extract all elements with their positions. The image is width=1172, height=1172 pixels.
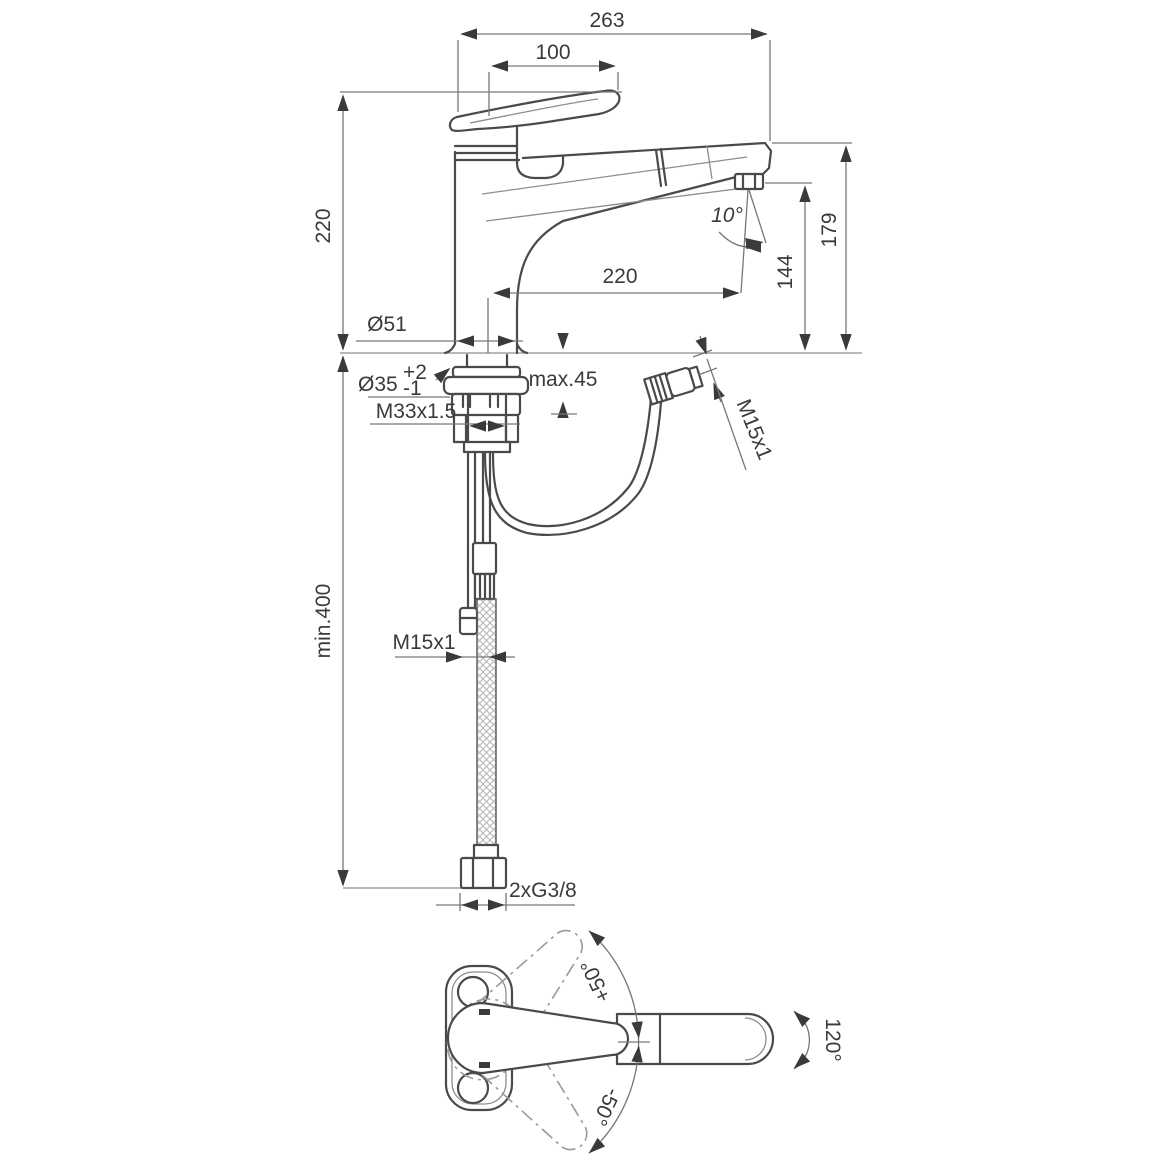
dim-spout-swivel: 120° (793, 1010, 844, 1070)
aerator (733, 172, 765, 191)
dim-d35-tol-plus: +2 (403, 361, 427, 384)
dim-max45-label: max.45 (529, 368, 598, 391)
dim-263: 263 (457, 9, 771, 141)
handle-pos-plus50 (446, 929, 583, 1081)
dim-max45: max.45 (529, 332, 598, 419)
pullout-hose-loop (483, 365, 704, 536)
screw-hole-bottom (456, 1071, 490, 1105)
faucet-body (443, 144, 565, 355)
top-view: +50° -50° 120° (444, 929, 844, 1154)
dim-g38: 2xG3/8 (436, 879, 577, 911)
supply-hoses (458, 450, 508, 890)
dim-144: 144 (765, 182, 812, 351)
spout-top-view (615, 1012, 775, 1066)
dim-m33-label: M33x1.5 (376, 400, 457, 423)
dim-179-label: 179 (818, 212, 841, 247)
dim-d35-tol-minus: -1 (403, 377, 422, 400)
dim-d51-label: Ø51 (367, 313, 407, 336)
dim-d35: Ø35 +2 -1 (358, 361, 451, 400)
dim-plus50-label: +50° (576, 956, 615, 1006)
dim-min400-label: min.400 (312, 584, 335, 659)
handle-top-view (446, 1001, 630, 1075)
dim-220-height: 220 (312, 91, 622, 351)
dim-g38-label: 2xG3/8 (509, 879, 577, 902)
dim-144-label: 144 (774, 254, 797, 289)
dim-10deg-label: 10° (711, 204, 743, 227)
dim-d51: Ø51 (356, 313, 523, 347)
dim-m15-hose-label: M15x1 (732, 396, 777, 463)
dim-10deg: 10° (711, 189, 767, 294)
dim-263-label: 263 (589, 9, 624, 32)
braided-hose (476, 598, 497, 846)
dim-100-label: 100 (535, 41, 570, 64)
supply-nut (459, 843, 508, 890)
mounting-hardware (442, 353, 530, 454)
dim-m15-hose: M15x1 (692, 335, 777, 471)
dimensions: 263 100 220 220 10° (312, 9, 852, 911)
check-valve-fitting (643, 365, 704, 406)
dim-d35-label: Ø35 (358, 373, 398, 396)
dim-179: 179 (772, 142, 852, 351)
dim-m15-mid: M15x1 (392, 631, 515, 663)
dim-100: 100 (488, 41, 619, 116)
dim-min400: min.400 (312, 355, 349, 887)
side-view (340, 89, 862, 890)
dim-minus50-label: -50° (587, 1084, 624, 1129)
dim-120-label: 120° (821, 1018, 844, 1061)
faucet-spout (481, 141, 773, 223)
dim-m33: M33x1.5 (370, 400, 520, 432)
dim-220-height-label: 220 (312, 208, 335, 243)
dim-220-reach: 220 (487, 265, 740, 353)
dim-m15-mid-label: M15x1 (392, 631, 455, 654)
dim-220-reach-label: 220 (602, 265, 637, 288)
faucet-handle (448, 89, 621, 180)
